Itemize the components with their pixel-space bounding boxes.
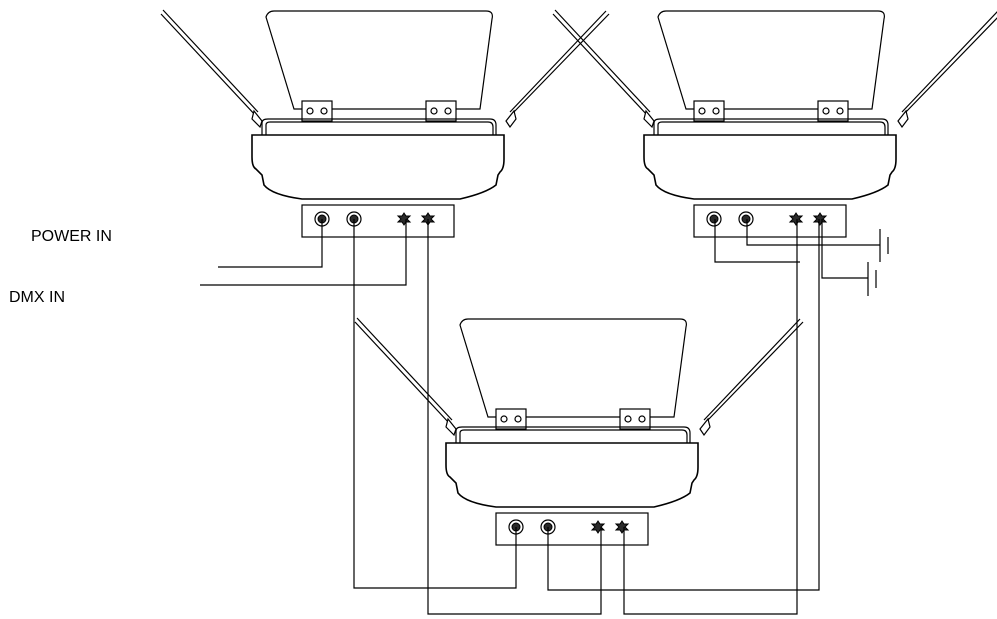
dmx-link-wire-2 xyxy=(623,219,798,615)
terminator-wire-1 xyxy=(746,219,880,246)
power-in-label: POWER IN xyxy=(31,228,112,245)
fixture-top-left xyxy=(160,9,610,238)
power-out-wire xyxy=(714,219,800,263)
terminator-wire-2 xyxy=(821,219,868,279)
dmx-in-wire xyxy=(200,219,407,286)
fixture-top-right xyxy=(552,9,997,238)
dmx-link-wire-1 xyxy=(427,219,602,615)
fixture-bottom-center xyxy=(354,317,804,546)
dmx-in-label: DMX IN xyxy=(9,289,65,306)
power-link-wire-1 xyxy=(353,219,517,589)
power-link-wire-2 xyxy=(547,219,820,591)
power-in-wire xyxy=(218,219,323,268)
